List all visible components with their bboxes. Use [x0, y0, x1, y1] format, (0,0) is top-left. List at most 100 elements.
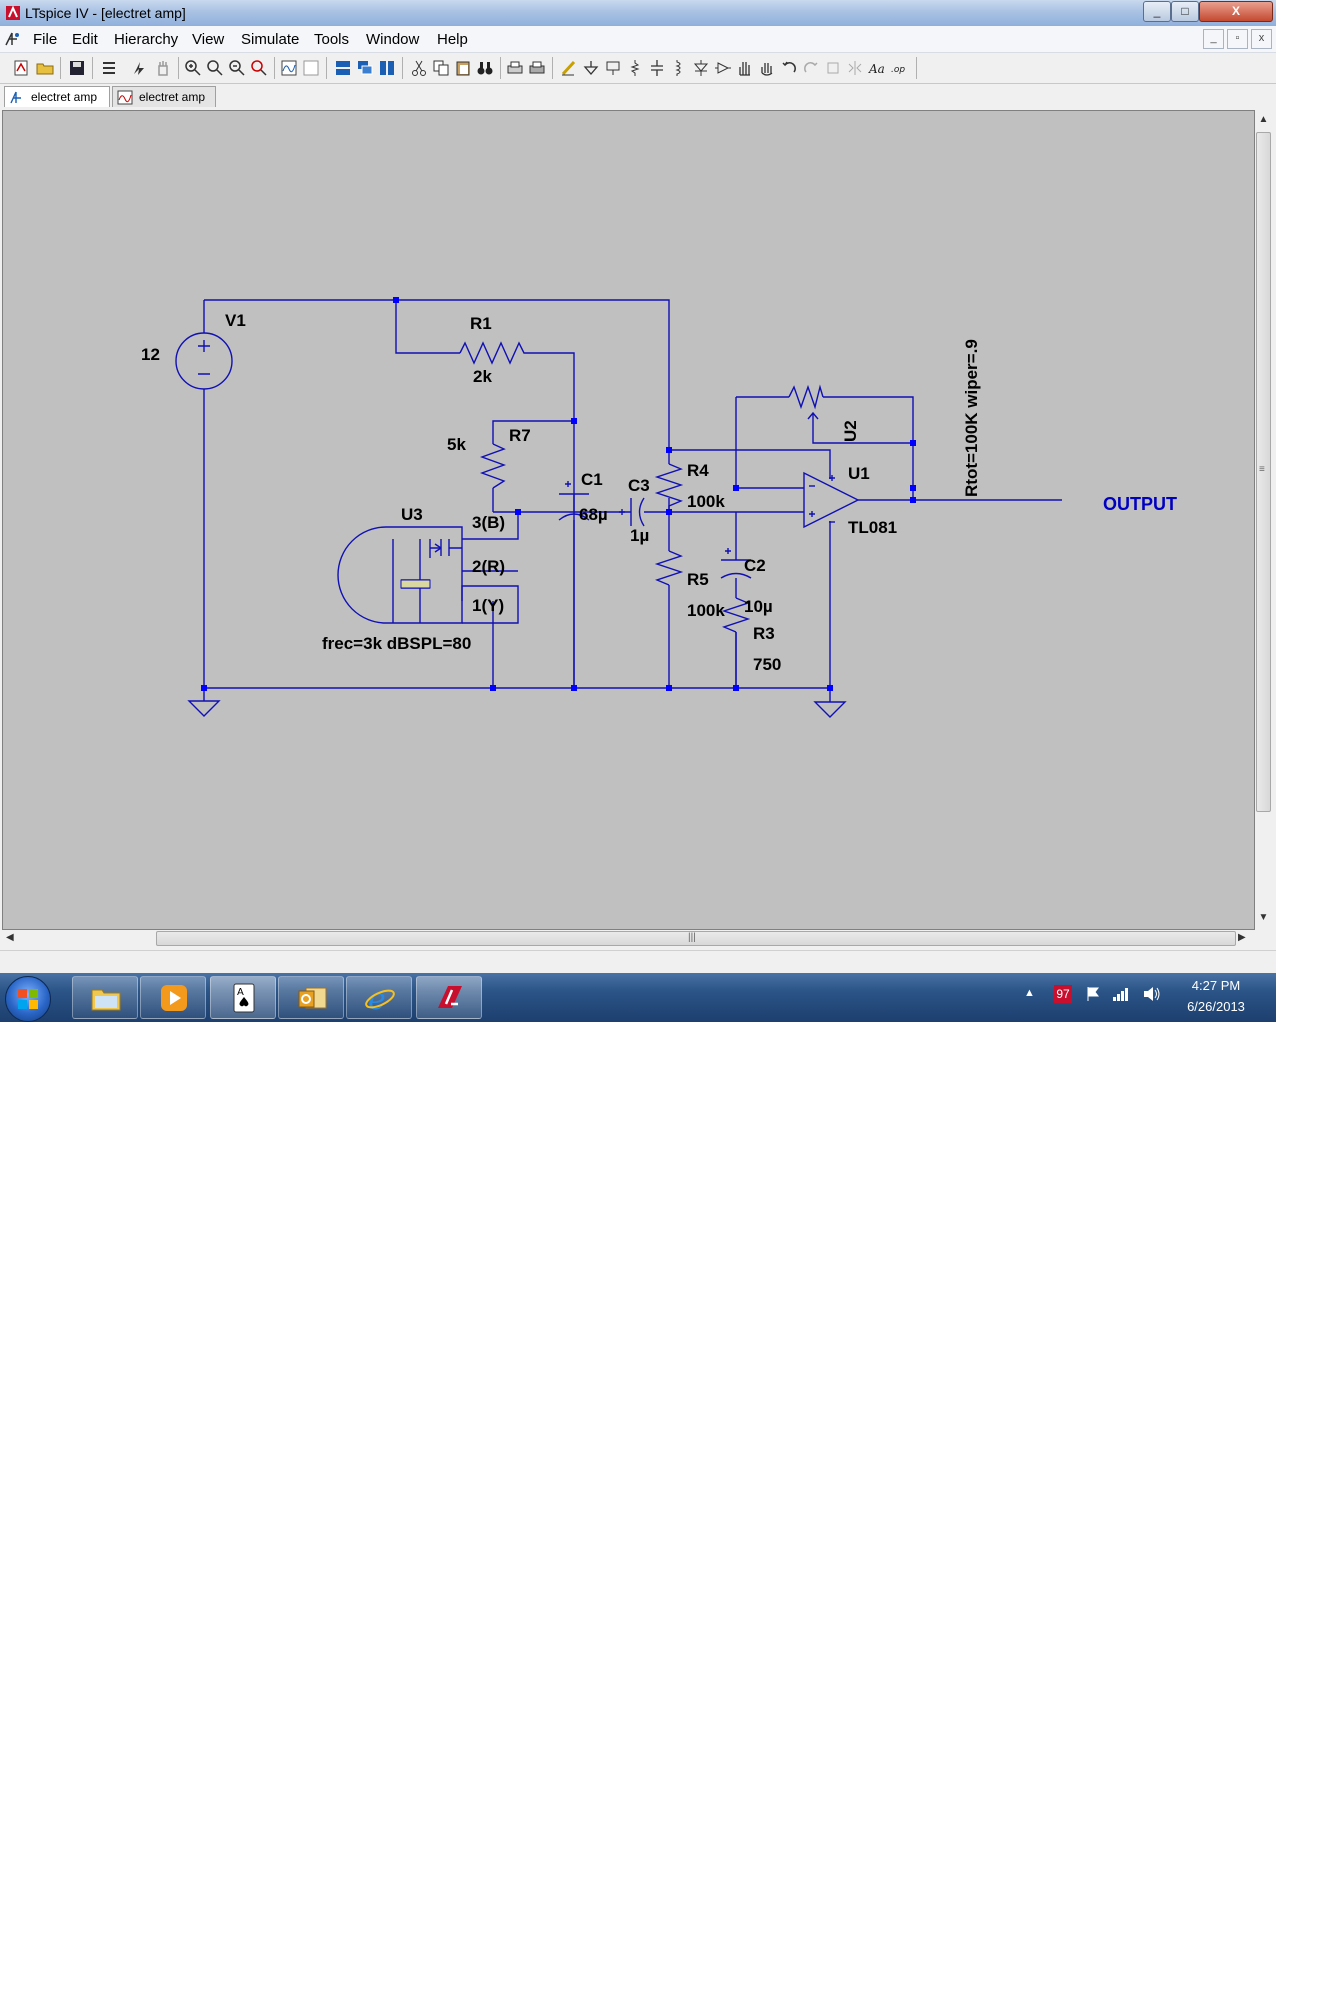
taskbar-outlook[interactable]	[278, 976, 344, 1019]
taskbar-folder[interactable]	[72, 976, 138, 1019]
halt-hand-icon[interactable]	[154, 59, 172, 77]
save-icon[interactable]	[68, 59, 86, 77]
media-player-icon	[161, 985, 187, 1011]
network-signal-icon[interactable]	[1112, 986, 1130, 1002]
horizontal-scroll-thumb[interactable]	[156, 931, 1236, 946]
taskbar-ltspice[interactable]	[416, 976, 482, 1019]
draw-wire-icon[interactable]	[560, 59, 578, 77]
open-folder-icon[interactable]	[36, 59, 54, 77]
menu-view[interactable]: View	[192, 31, 225, 48]
resistor-r7[interactable]	[479, 443, 507, 489]
label-net-icon[interactable]	[604, 59, 622, 77]
ground-icon[interactable]	[582, 59, 600, 77]
schematic-document-icon[interactable]	[3, 30, 21, 48]
zoom-in-icon[interactable]	[184, 59, 202, 77]
print-icon[interactable]	[506, 59, 524, 77]
undo-icon[interactable]	[780, 59, 798, 77]
menu-edit[interactable]: Edit	[72, 31, 98, 48]
clock-date[interactable]: 6/26/2013	[1187, 999, 1245, 1014]
c3-value: 1µ	[630, 526, 649, 545]
vertical-scrollbar[interactable]: ▲ ≡ ▼	[1255, 110, 1272, 930]
volume-speaker-icon[interactable]	[1142, 985, 1162, 1003]
resistor-r5[interactable]	[654, 550, 684, 586]
zoom-pan-icon[interactable]	[206, 59, 224, 77]
resistor-r3[interactable]	[721, 597, 751, 633]
control-panel-icon[interactable]	[100, 59, 118, 77]
waveform-viewer-icon[interactable]	[280, 59, 298, 77]
clock-time[interactable]: 4:27 PM	[1191, 978, 1241, 993]
tray-badge[interactable]: 97	[1054, 985, 1072, 1003]
minimize-button[interactable]: _	[1143, 1, 1171, 22]
mdi-minimize-button[interactable]: _	[1203, 29, 1224, 49]
r4-name: R4	[687, 461, 709, 480]
menu-help[interactable]: Help	[437, 31, 468, 48]
cascade-icon[interactable]	[356, 59, 374, 77]
copy-icon[interactable]	[432, 59, 450, 77]
electret-microphone-u3[interactable]	[337, 526, 463, 624]
schematic-drawing[interactable]: V1 12 R1 2k R7 5k C1 68µ C3 1µ R4 100k R…	[3, 111, 1254, 929]
status-bar	[0, 950, 1276, 973]
autoscale-icon[interactable]	[302, 59, 320, 77]
find-binoculars-icon[interactable]	[476, 59, 494, 77]
redo-icon[interactable]	[802, 59, 820, 77]
tray-show-hidden-icon[interactable]: ▲	[1024, 987, 1035, 999]
tab-schematic[interactable]: electret amp	[4, 86, 110, 107]
menu-simulate[interactable]: Simulate	[241, 31, 300, 48]
mdi-restore-button[interactable]: ▫	[1227, 29, 1248, 49]
move-hand-icon[interactable]	[736, 59, 754, 77]
tab-waveform[interactable]: electret amp	[112, 86, 216, 107]
capacitor-icon[interactable]	[648, 59, 666, 77]
component-icon[interactable]	[714, 59, 732, 77]
text-aa-icon[interactable]: Aa	[868, 59, 886, 77]
resistor-r1[interactable]	[459, 341, 529, 365]
spice-directive-icon[interactable]: .op	[890, 59, 908, 77]
scroll-down-arrow-icon[interactable]: ▼	[1258, 912, 1269, 923]
u3-pin2-label: 2(R)	[472, 557, 505, 576]
action-center-flag-icon[interactable]	[1085, 986, 1101, 1002]
mdi-close-button[interactable]: x	[1251, 29, 1272, 49]
horizontal-scrollbar[interactable]: ◀ ||| ▶	[2, 930, 1253, 947]
zoom-out-icon[interactable]	[228, 59, 246, 77]
rotate-icon[interactable]	[824, 59, 842, 77]
print-preview-icon[interactable]	[528, 59, 546, 77]
schematic-canvas[interactable]: V1 12 R1 2k R7 5k C1 68µ C3 1µ R4 100k R…	[2, 110, 1255, 930]
scroll-left-arrow-icon[interactable]: ◀	[6, 932, 14, 943]
start-button[interactable]	[5, 976, 51, 1022]
c1-name: C1	[581, 470, 603, 489]
scroll-grip-icon: |||	[688, 932, 696, 943]
menu-hierarchy[interactable]: Hierarchy	[114, 31, 179, 48]
tab-label: electret amp	[31, 90, 98, 104]
capacitor-c3[interactable]	[619, 497, 645, 527]
tile-horizontal-icon[interactable]	[334, 59, 352, 77]
scroll-up-arrow-icon[interactable]: ▲	[1258, 114, 1269, 125]
inductor-icon[interactable]	[670, 59, 688, 77]
maximize-button[interactable]: □	[1171, 1, 1199, 22]
paste-icon[interactable]	[454, 59, 472, 77]
taskbar-media-player[interactable]	[140, 976, 206, 1019]
run-icon[interactable]	[130, 59, 148, 77]
diode-icon[interactable]	[692, 59, 710, 77]
menu-file[interactable]: File	[33, 31, 58, 48]
close-button[interactable]: X	[1199, 1, 1273, 22]
resistor-icon[interactable]	[626, 59, 644, 77]
zoom-fit-icon[interactable]	[250, 59, 268, 77]
taskbar-solitaire[interactable]: A	[210, 976, 276, 1019]
potentiometer-u2[interactable]	[788, 384, 824, 434]
menu-tools[interactable]: Tools	[314, 31, 350, 48]
scroll-right-arrow-icon[interactable]: ▶	[1238, 932, 1246, 943]
c2-value: 10µ	[744, 597, 773, 616]
taskbar-internet-explorer[interactable]: e	[346, 976, 412, 1019]
capacitor-c2[interactable]	[720, 548, 752, 579]
opamp-u1[interactable]	[803, 471, 860, 529]
voltage-source-v1[interactable]	[175, 332, 233, 390]
drag-hand-icon[interactable]	[758, 59, 776, 77]
tile-vertical-icon[interactable]	[378, 59, 396, 77]
cut-icon[interactable]	[410, 59, 428, 77]
ltspice-app-icon	[6, 5, 20, 20]
menu-window[interactable]: Window	[366, 31, 420, 48]
new-schematic-icon[interactable]	[12, 59, 30, 77]
resistor-r4[interactable]	[654, 463, 684, 512]
vertical-scroll-thumb[interactable]	[1256, 132, 1271, 812]
capacitor-c1[interactable]	[558, 481, 590, 521]
mirror-icon[interactable]	[846, 59, 864, 77]
